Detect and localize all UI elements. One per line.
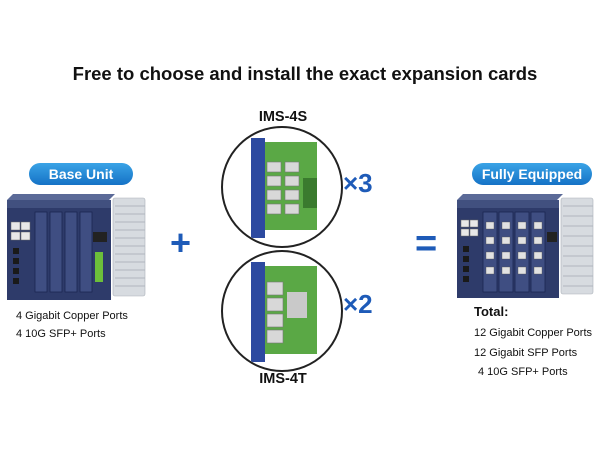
full-port-sfp: 12 Gigabit SFP Ports xyxy=(474,347,578,359)
page-title: Free to choose and install the exact exp… xyxy=(72,63,538,84)
plus-icon: + xyxy=(170,222,192,263)
card-sfp-title: IMS-4S xyxy=(258,109,308,125)
base-unit-image xyxy=(7,194,146,300)
base-port-sfpplus: 4 10G SFP+ Ports xyxy=(16,328,106,340)
card-copper-title: IMS-4T xyxy=(259,371,307,387)
sfp-card-graphic xyxy=(251,138,317,238)
fully-equipped-image xyxy=(457,194,594,298)
base-unit-badge: Base Unit xyxy=(29,163,133,185)
total-label: Total: xyxy=(474,304,509,319)
fully-equipped-badge: Fully Equipped xyxy=(472,163,592,185)
card-sfp-multiplier: ×3 xyxy=(343,168,373,198)
full-port-copper: 12 Gigabit Copper Ports xyxy=(474,327,593,339)
card-sfp-image xyxy=(221,126,343,248)
card-copper-multiplier: ×2 xyxy=(343,289,373,319)
copper-card-graphic xyxy=(251,262,317,362)
card-copper-image xyxy=(221,250,343,372)
base-port-copper: 4 Gigabit Copper Ports xyxy=(16,310,128,322)
equals-icon: = xyxy=(415,223,438,265)
full-port-sfpplus: 4 10G SFP+ Ports xyxy=(478,366,568,378)
